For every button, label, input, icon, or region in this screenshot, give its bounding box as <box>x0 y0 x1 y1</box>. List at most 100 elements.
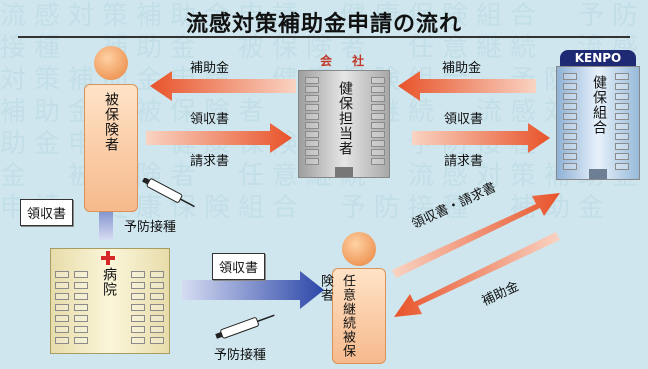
building-window <box>563 73 577 80</box>
arrow-hospital-to-continued <box>182 271 324 309</box>
building-window <box>371 104 385 111</box>
building-window <box>305 158 319 165</box>
hospital-label: 病院 <box>101 267 117 297</box>
arrow-subsidy-to-insured <box>150 71 296 101</box>
label-subsidy-to-company: 補助金 <box>442 61 482 76</box>
arrow-subsidy-to-continued <box>394 232 560 317</box>
page-title: 流感対策補助金申請の流れ <box>185 12 462 37</box>
building-window <box>74 271 88 278</box>
building-door <box>335 167 353 177</box>
building-window <box>74 282 88 289</box>
building-window <box>305 122 319 129</box>
person-icon <box>342 232 376 266</box>
label-claim-to-kenpo: 請求書 <box>444 154 484 169</box>
building-window <box>150 293 164 300</box>
title-underline <box>18 36 630 38</box>
building-window <box>305 95 319 102</box>
label-subsidy-to-insured: 補助金 <box>190 61 230 76</box>
kenpo-tag: KENPO <box>560 50 636 66</box>
building-window <box>55 337 69 344</box>
building-window <box>150 337 164 344</box>
building-window <box>55 271 69 278</box>
label-vaccination-2: 予防接種 <box>214 348 267 363</box>
building-window <box>371 113 385 120</box>
building-window <box>563 153 577 160</box>
building-window <box>150 315 164 322</box>
label-claim-to-company: 請求書 <box>190 154 230 169</box>
building-window <box>563 163 577 170</box>
building-window <box>305 104 319 111</box>
arrow-receipt-to-company <box>146 123 292 153</box>
building-window <box>371 140 385 147</box>
building-window <box>615 113 629 120</box>
building-window <box>371 77 385 84</box>
building-door <box>589 169 607 179</box>
building-window <box>131 315 145 322</box>
building-window <box>131 293 145 300</box>
person-icon <box>94 46 128 80</box>
building-window <box>305 77 319 84</box>
building-window <box>563 93 577 100</box>
building-window <box>563 103 577 110</box>
hospital-building: 病院 <box>50 248 170 354</box>
building-window <box>74 304 88 311</box>
building-window <box>131 282 145 289</box>
insured-label: 被保険者 <box>103 92 119 152</box>
building-window <box>563 113 577 120</box>
building-window <box>305 113 319 120</box>
company-building: 健保担当者 <box>298 70 390 178</box>
building-window <box>615 143 629 150</box>
building-window <box>150 271 164 278</box>
building-window <box>74 315 88 322</box>
building-window <box>74 337 88 344</box>
receipt-box-hospital-to-continued: 領収書 <box>212 253 266 280</box>
building-window <box>131 304 145 311</box>
building-window <box>305 149 319 156</box>
arrow-subsidy-to-company <box>398 71 536 101</box>
label-receipt-to-kenpo: 領収書 <box>444 112 484 127</box>
continued-insured-text: 任意継続被保険者 <box>318 274 355 358</box>
label-receipt-to-company: 領収書 <box>190 112 230 127</box>
building-window <box>615 163 629 170</box>
building-window <box>371 86 385 93</box>
building-window <box>150 304 164 311</box>
building-window <box>74 293 88 300</box>
building-window <box>131 337 145 344</box>
building-window <box>615 83 629 90</box>
building-window <box>615 153 629 160</box>
building-window <box>371 158 385 165</box>
label-vaccination-1: 予防接種 <box>124 220 177 235</box>
kenpo-building: 健保組合 <box>556 66 640 180</box>
red-cross-icon <box>101 251 115 265</box>
company-officer-label: 健保担当者 <box>337 81 353 156</box>
company-tag: 会 社 <box>320 54 373 68</box>
building-window <box>563 83 577 90</box>
building-window <box>55 304 69 311</box>
building-window <box>74 326 88 333</box>
building-window <box>55 315 69 322</box>
arrow-receipt-claim-to-kenpo <box>392 193 560 278</box>
arrow-receipt-to-kenpo <box>412 123 550 153</box>
building-window <box>305 140 319 147</box>
building-window <box>615 133 629 140</box>
building-window <box>305 86 319 93</box>
building-window <box>615 93 629 100</box>
building-window <box>615 73 629 80</box>
building-window <box>615 123 629 130</box>
receipt-box-hospital-to-insured: 領収書 <box>20 199 74 226</box>
building-window <box>371 131 385 138</box>
building-window <box>55 282 69 289</box>
syringe-icon <box>215 314 275 339</box>
building-window <box>371 95 385 102</box>
syringe-icon <box>142 178 195 208</box>
building-window <box>55 326 69 333</box>
building-window <box>615 103 629 110</box>
continued-insured-label: 任意継続被保険者 <box>314 274 358 364</box>
building-window <box>150 282 164 289</box>
building-window <box>131 271 145 278</box>
building-window <box>563 123 577 130</box>
kenpo-union-label: 健保組合 <box>591 75 607 135</box>
building-window <box>55 293 69 300</box>
building-window <box>371 122 385 129</box>
building-window <box>131 326 145 333</box>
